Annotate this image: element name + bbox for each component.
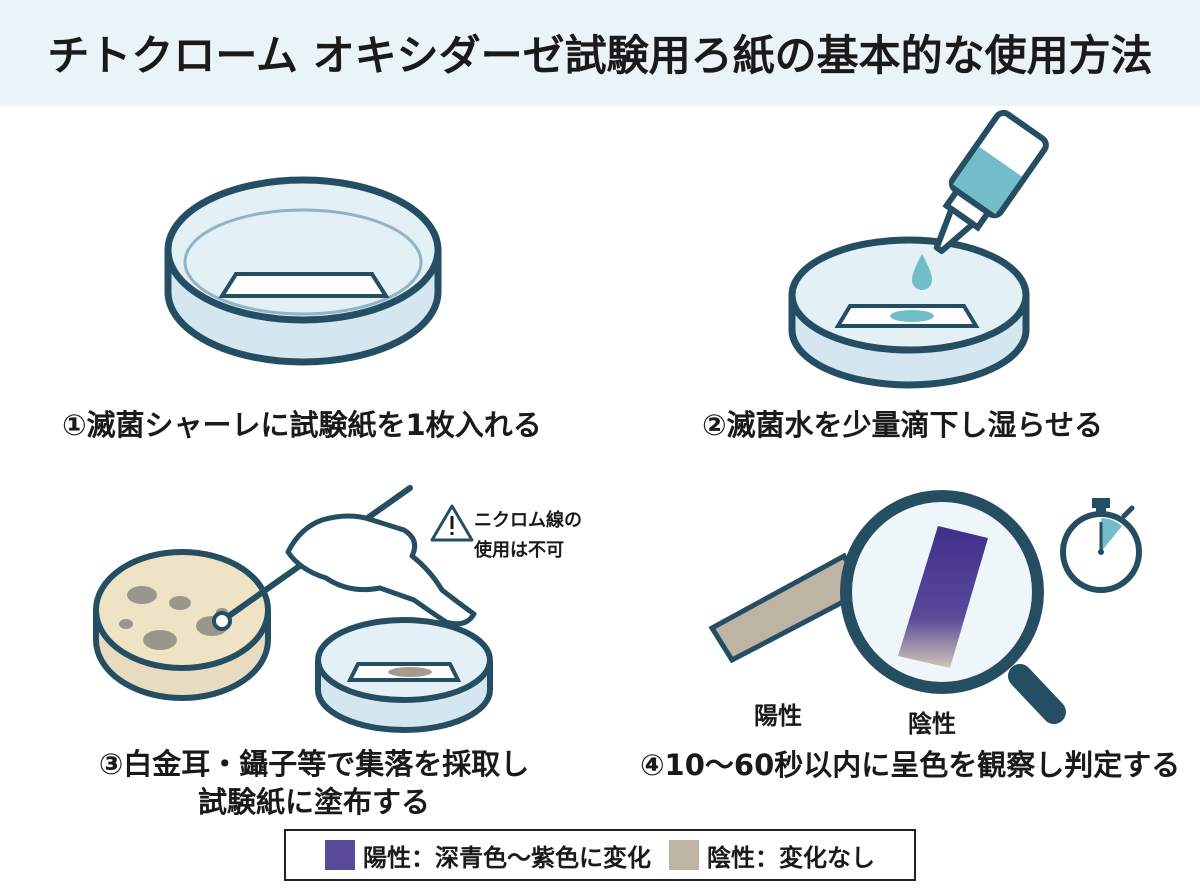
- legend-negative: 陰性：変化なし: [669, 838, 875, 873]
- step3-caption-line2: 試験紙に塗布する: [197, 785, 430, 819]
- step2-wet-spot: [890, 310, 934, 322]
- negative-swatch: [669, 840, 699, 870]
- step1-petri-dish: [164, 176, 442, 366]
- step1-caption: ①滅菌シャーレに試験紙を1枚入れる: [62, 408, 542, 442]
- warning-icon: [430, 504, 474, 542]
- title-bar: [0, 0, 1200, 106]
- warning-line2: 使用は不可: [474, 540, 564, 561]
- legend-positive-text: 陽性：深青色〜紫色に変化: [363, 843, 651, 872]
- legend-positive: 陽性：深青色〜紫色に変化: [325, 838, 651, 873]
- positive-strip: [898, 526, 988, 668]
- step2-caption: ②滅菌水を少量滴下し湿らせる: [702, 408, 1103, 442]
- step3-caption-line1: ③白金耳・鑷子等で集落を採取し: [98, 747, 530, 781]
- step1-filter-paper: [218, 272, 390, 298]
- negative-label: 陰性: [908, 710, 956, 738]
- legend-negative-text: 陰性：変化なし: [707, 843, 875, 872]
- page-title: チトクローム オキシダーゼ試験用ろ紙の基本的な使用方法: [47, 31, 1153, 80]
- water-drop-icon: [912, 254, 932, 290]
- warning-line1: ニクロム線の: [474, 510, 582, 531]
- step3-smear-spot: [388, 667, 432, 677]
- dropper-bottle-icon: [933, 109, 1049, 255]
- step4-caption: ④10〜60秒以内に呈色を観察し判定する: [640, 748, 1181, 782]
- nichrome-warning: ニクロム線の 使用は不可: [474, 506, 582, 566]
- negative-strip: [708, 552, 866, 664]
- stopwatch-icon: [1060, 498, 1142, 593]
- step3-culture-plate: [93, 549, 271, 701]
- positive-swatch: [325, 840, 355, 870]
- gloved-hand-icon: [285, 513, 477, 627]
- positive-label: 陽性: [754, 702, 802, 730]
- legend: 陽性：深青色〜紫色に変化 陰性：変化なし: [284, 829, 916, 881]
